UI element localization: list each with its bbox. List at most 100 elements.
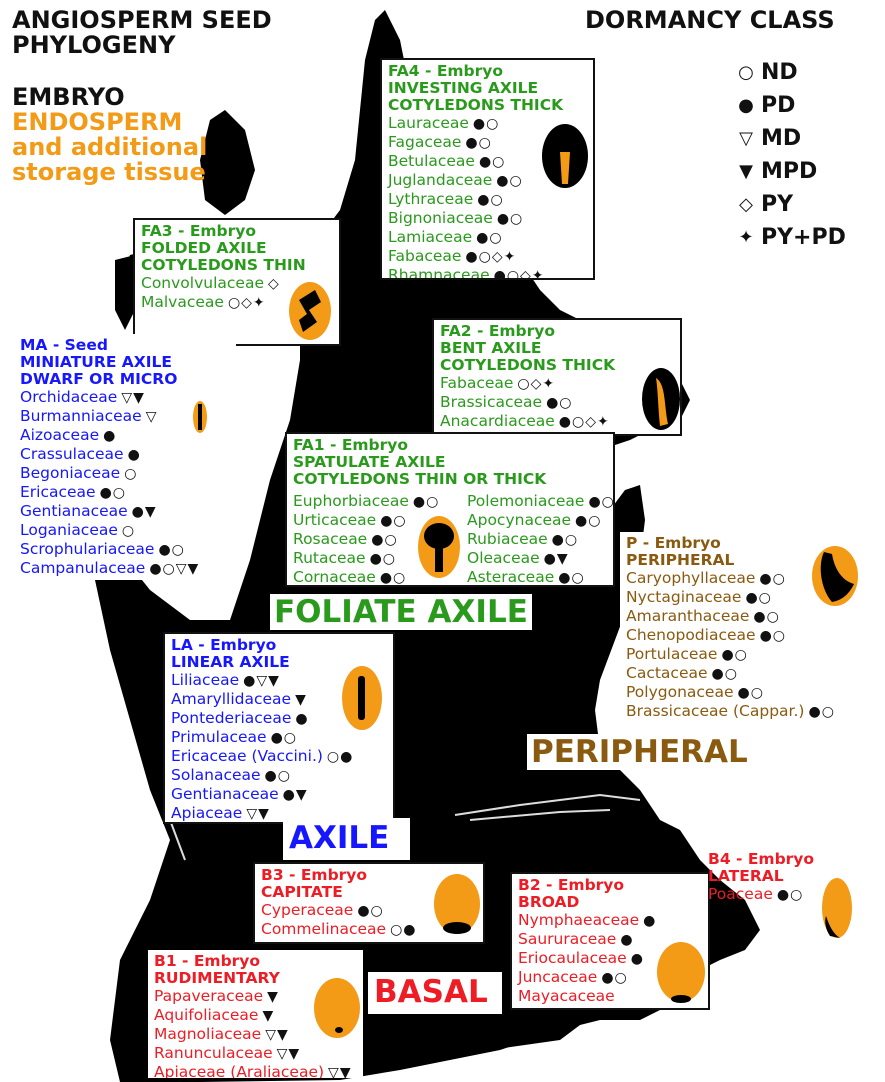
family-row: Ericaceae (Vaccini.)○● xyxy=(171,747,387,766)
family-list: Caryophyllaceae●○Nyctaginaceae●○Amaranth… xyxy=(626,569,859,721)
dormancy-symbols: ●○ xyxy=(264,768,291,784)
box-title: LA - Embryo xyxy=(171,636,277,654)
dormancy-symbols: ●○ xyxy=(412,494,440,510)
fa1-box: FA1 - Embryo SPATULATE AXILE COTYLEDONS … xyxy=(285,432,615,587)
dormancy-symbols: ●○ xyxy=(478,154,506,170)
family-name: Scrophulariaceae xyxy=(20,540,155,558)
nd-symbol-icon: ○ xyxy=(738,62,754,83)
family-name: Aquifoliaceae xyxy=(154,1006,259,1024)
family-row: Burmanniaceae▽ xyxy=(20,407,230,426)
dormancy-symbols: ●○ xyxy=(808,704,835,720)
family-row: Pontederiaceae● xyxy=(171,709,387,728)
dormancy-symbols: ○● xyxy=(390,922,417,938)
family-name: Loganiaceae xyxy=(20,521,118,539)
family-name: Fagaceae xyxy=(388,133,462,151)
family-name: Ericaceae xyxy=(20,483,96,501)
family-row: Ericaceae●○ xyxy=(20,483,230,502)
dormancy-symbols: ●○ xyxy=(601,970,628,986)
fa4-seed-icon xyxy=(542,124,588,188)
dormancy-symbols: ●○◇✦ xyxy=(558,414,610,430)
family-row: Apiaceae (Araliaceae)▽▼ xyxy=(154,1063,357,1078)
family-name: Amaryllidaceae xyxy=(171,690,292,708)
dormancy-symbols: ●○ xyxy=(737,685,764,701)
family-row: Mayacaceae xyxy=(518,987,702,1006)
family-name: Polygonaceae xyxy=(626,683,734,701)
ma-seed-icon xyxy=(193,401,207,433)
dormancy-legend: ○ND ●PD ▽MD ▼MPD ◇PY ✦PY+PD xyxy=(735,56,846,254)
p-box: P - Embryo PERIPHERAL Caryophyllaceae●○N… xyxy=(620,532,865,724)
family-row: Malvaceae○◇✦ xyxy=(141,293,333,312)
family-name: Primulaceae xyxy=(171,728,267,746)
family-row: Bignoniaceae●○ xyxy=(388,209,587,228)
box-title: DWARF OR MICRO xyxy=(20,370,178,388)
b2-seed-icon xyxy=(657,942,705,1003)
family-row: Betulaceae●○ xyxy=(388,152,587,171)
family-list: Poaceae●○ xyxy=(708,885,856,904)
dormancy-symbols: ● xyxy=(630,951,644,967)
family-name: Nymphaeaceae xyxy=(518,911,640,929)
md-symbol-icon: ▽ xyxy=(739,128,753,149)
dormancy-symbols: ●○ xyxy=(496,211,524,227)
dormancy-symbols: ● xyxy=(295,711,309,727)
box-title: P - Embryo xyxy=(626,534,721,552)
family-row: Apocynaceae●○ xyxy=(467,511,613,530)
dormancy-symbols: ●○ xyxy=(745,590,772,606)
peripheral-label: PERIPHERAL xyxy=(527,734,752,770)
box-title: BENT AXILE xyxy=(440,339,542,357)
family-name: Lauraceae xyxy=(388,114,469,132)
dormancy-symbols: ▽▼ xyxy=(246,806,270,822)
pd-symbol-icon: ● xyxy=(738,95,754,116)
p-seed-icon xyxy=(812,546,858,606)
dormancy-symbols: ●○ xyxy=(477,192,504,208)
dormancy-symbols: ●○ xyxy=(753,609,780,625)
family-name: Portulaceae xyxy=(626,645,718,663)
dormancy-symbols: ● xyxy=(620,932,634,948)
fa2-seed-icon xyxy=(642,368,680,430)
key-endosperm-line2: and additional xyxy=(12,133,208,161)
box-title: MA - Seed xyxy=(20,336,108,354)
title-line: PHYLOGENY xyxy=(12,31,176,59)
key-endosperm: ENDOSPERM xyxy=(12,108,183,136)
dormancy-symbols: ●○ xyxy=(558,570,585,586)
family-row: Anacardiaceae●○◇✦ xyxy=(440,412,674,431)
legend-label: PY xyxy=(761,192,794,217)
family-name: Commelinaceae xyxy=(261,920,387,938)
family-name: Betulaceae xyxy=(388,152,475,170)
family-name: Anacardiaceae xyxy=(440,412,555,430)
family-row: Caryophyllaceae●○ xyxy=(626,569,859,588)
dormancy-symbols: ●○ xyxy=(575,513,602,529)
family-row: Rutaceae●○ xyxy=(293,549,439,568)
family-row: Aizoaceae● xyxy=(20,426,230,445)
box-title: FA4 - Embryo xyxy=(388,62,504,80)
box-title: FA2 - Embryo xyxy=(440,322,556,340)
dormancy-symbols: ▽ xyxy=(145,409,158,425)
dormancy-symbols: ◇ xyxy=(268,276,280,292)
family-row: Gentianaceae●▼ xyxy=(20,502,230,521)
dormancy-symbols: ●○◇✦ xyxy=(493,268,545,280)
family-row: Cornaceae●○ xyxy=(293,568,439,585)
family-row: Asteraceae●○ xyxy=(467,568,613,586)
family-row: Rubiaceae●○ xyxy=(467,530,613,549)
dormancy-symbols: ●○ xyxy=(476,230,503,246)
family-row: Crassulaceae● xyxy=(20,445,230,464)
box-title: LATERAL xyxy=(708,867,784,885)
foliate-axile-label: FOLIATE AXILE xyxy=(270,594,532,630)
family-name: Burmanniaceae xyxy=(20,407,142,425)
py-pd-symbol-icon: ✦ xyxy=(738,227,754,248)
family-name: Rutaceae xyxy=(293,549,366,567)
family-row: Brassicaceae (Cappar.)●○ xyxy=(626,702,859,721)
family-row: Fabaceae●○◇✦ xyxy=(388,247,587,266)
family-row: Chenopodiaceae●○ xyxy=(626,626,859,645)
family-row: Amaranthaceae●○ xyxy=(626,607,859,626)
family-list-left: Euphorbiaceae●○Urticaceae●○Rosaceae●○Rut… xyxy=(293,492,439,585)
dormancy-symbols: ○◇✦ xyxy=(227,295,266,311)
box-title: B1 - Embryo xyxy=(154,952,261,970)
family-name: Chenopodiaceae xyxy=(626,626,756,644)
family-row: Euphorbiaceae●○ xyxy=(293,492,439,511)
family-list: Orchidaceae▽▼Burmanniaceae▽Aizoaceae●Cra… xyxy=(20,388,230,578)
family-row: Ranunculaceae▽▼ xyxy=(154,1044,357,1063)
family-name: Euphorbiaceae xyxy=(293,492,409,510)
family-list: Liliaceae●▽▼Amaryllidaceae▼Pontederiacea… xyxy=(171,671,387,822)
box-title: RUDIMENTARY xyxy=(154,969,280,987)
family-name: Ericaceae (Vaccini.) xyxy=(171,747,323,765)
